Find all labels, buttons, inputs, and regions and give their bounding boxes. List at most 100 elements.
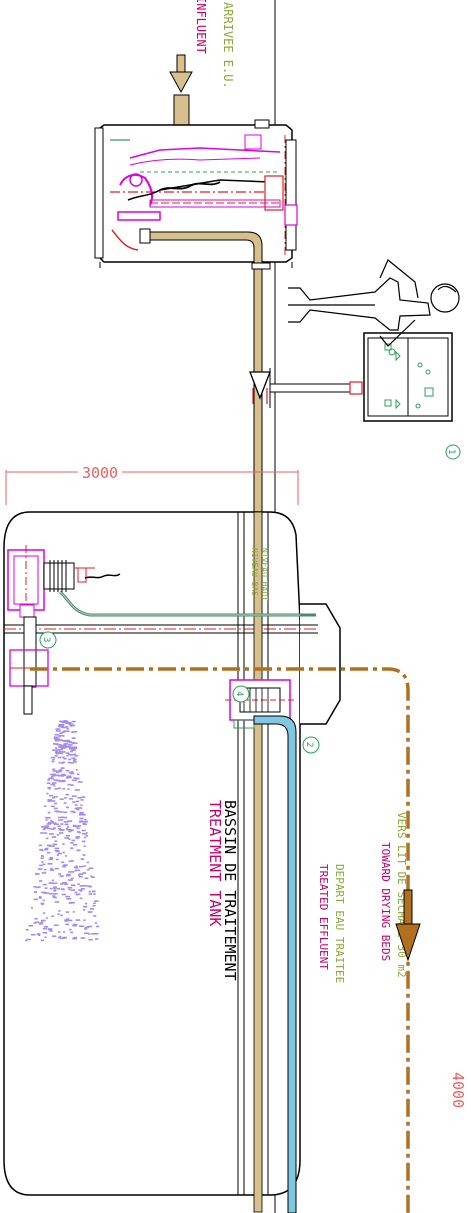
air-bubble [73,747,77,750]
air-bubble [55,730,61,732]
air-bubble [57,931,61,933]
air-bubble [68,838,71,840]
air-bubble [64,837,70,839]
air-bubble [72,759,76,762]
air-bubble [54,901,60,903]
air-bubble [82,814,86,816]
air-bubble [73,936,78,939]
air-bubble [46,851,51,854]
air-bubble [93,915,97,917]
air-bubble [83,865,86,867]
air-bubble [71,884,76,887]
air-bubble [78,874,81,876]
air-bubble [38,844,43,847]
air-bubble [65,777,69,779]
air-bubble [63,730,68,732]
air-bubble [94,900,99,902]
air-bubble [41,903,44,906]
air-bubble [72,779,77,782]
air-bubble [63,931,66,933]
air-bubble [51,836,56,838]
inlet-arrow-icon [169,54,193,94]
air-bubble [70,871,74,873]
air-bubble [63,864,68,866]
marker-4-label: 4 [234,691,244,696]
air-bubble [83,919,86,921]
air-bubble [73,742,78,745]
air-bubble [64,919,70,922]
air-bubble [72,737,76,740]
air-bubble [48,858,53,861]
air-bubble [75,865,78,867]
air-bubble [65,895,70,898]
air-bubble [45,826,49,829]
air-bubble [42,899,45,902]
air-bubble [67,820,73,822]
air-bubble [62,851,65,854]
air-bubble [67,761,71,764]
air-bubble [79,817,84,820]
aerator-assembly [7,545,121,618]
air-bubble [64,823,69,826]
air-bubble [75,869,80,872]
air-bubble [70,847,74,849]
air-bubble [70,931,74,934]
air-bubble [72,801,76,803]
air-bubble [61,726,66,729]
air-bubble [52,895,56,897]
tank-label-fr: BASSIN DE TRAITEMENT [221,800,239,981]
air-bubble [61,762,64,765]
air-bubble [88,933,91,935]
air-bubble [84,932,89,935]
air-bubble [64,797,67,799]
air-bubble [73,777,78,779]
air-bubble [52,822,57,824]
air-bubble [69,725,73,727]
air-bubble [86,861,89,864]
air-bubble [61,893,67,896]
air-bubble [57,751,61,754]
air-bubble [79,897,83,900]
air-bubble [59,832,64,834]
air-bubble [54,733,59,736]
air-bubble [41,891,46,894]
air-bubble [60,914,63,917]
air-bubble [79,820,83,822]
air-bubble [69,762,75,764]
air-bubble [57,828,61,830]
air-bubble [45,837,49,840]
dimension-length-label: 4000 [449,1072,467,1108]
air-bubble [54,738,60,740]
air-bubble [74,867,78,869]
air-bubble [53,736,58,738]
air-bubble [53,890,57,892]
air-bubble [68,871,71,873]
air-bubble [69,776,72,779]
air-bubble [88,867,94,870]
air-bubble [41,861,44,863]
air-bubble [48,892,53,895]
air-bubble [75,777,80,780]
air-bubble [67,826,70,828]
air-bubble [53,823,59,825]
air-bubble [51,915,55,917]
air-bubble [48,794,53,797]
air-bubble [63,740,66,742]
air-bubble [63,757,67,760]
air-bubble [73,749,76,751]
air-bubble [88,911,93,913]
air-bubble [83,885,88,887]
air-bubble [25,939,28,942]
air-bubble [43,832,48,834]
air-bubble [54,739,60,742]
operator-figure [288,259,460,347]
air-bubble [69,723,74,726]
air-bubble [47,863,53,865]
air-bubble [31,933,36,936]
air-bubble [60,752,63,755]
air-bubble [55,750,58,753]
air-bubble [47,799,52,801]
air-bubble [53,795,58,798]
air-bubble [51,782,57,784]
air-bubble [68,721,72,724]
